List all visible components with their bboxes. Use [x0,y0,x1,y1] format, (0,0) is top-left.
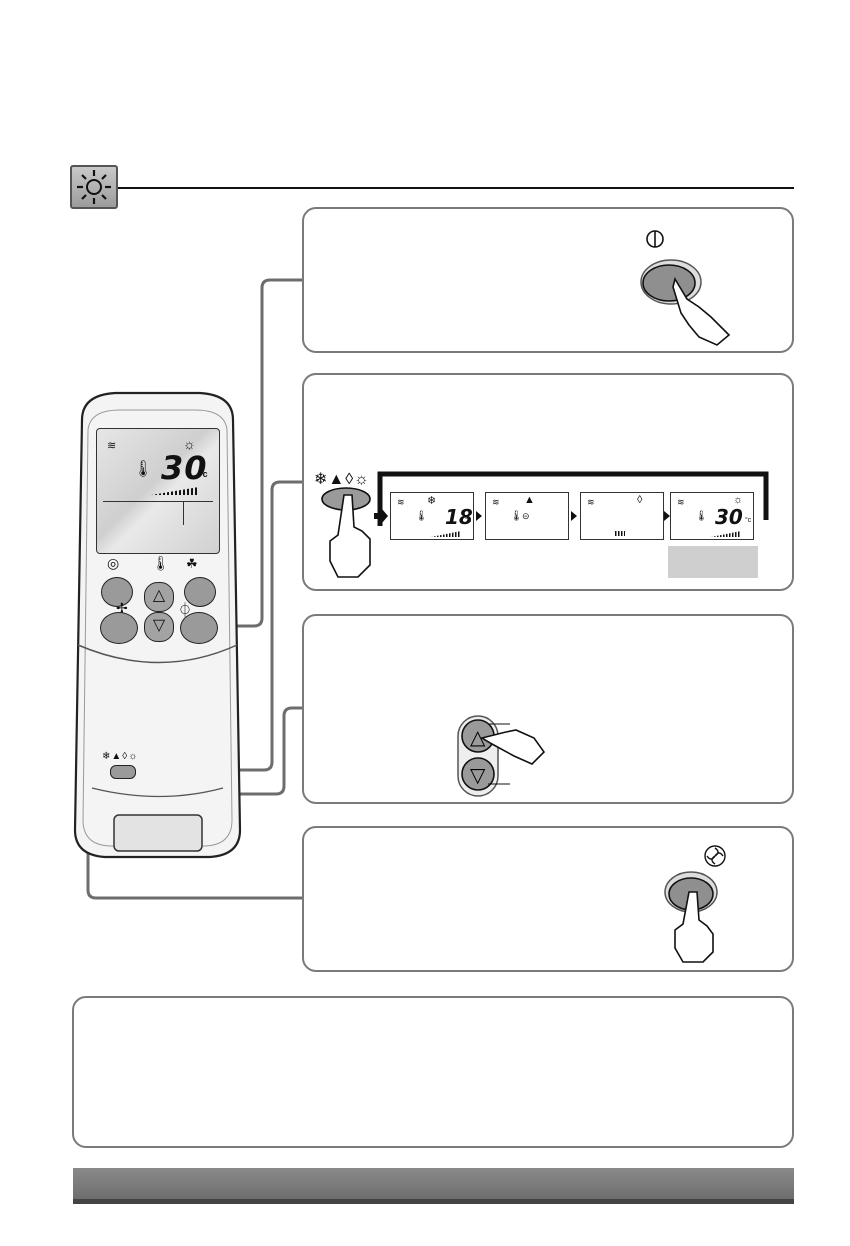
mode-display-auto: ≋ ▲ 🌡 ⊝ [485,492,569,540]
fan-speed-bars [151,487,199,495]
signal-icon: ≋ [677,497,685,507]
mode-cycle-arrows [374,509,670,523]
sun-icon: ☼ [733,494,744,506]
step-4-panel [302,826,794,972]
header-rule [118,187,794,189]
press-mode-graphic [321,487,371,578]
svg-text:▽: ▽ [470,763,486,787]
airflow-icon: ☘ [186,556,198,571]
thermometer-icon: 🌡 [133,461,154,478]
drop-icon: ◊ [637,494,643,506]
remote-lcd-screen: ≋ ☼ 🌡 30 °c [96,428,220,554]
step-3-panel: △ ▽ [302,614,794,804]
swing-button[interactable] [101,577,133,607]
step-1-panel [302,207,794,353]
remote-lcd-temperature: 30 [161,449,208,487]
fan-speed-bars [711,531,741,537]
sun-icon: ☼ [183,436,196,452]
remote-lcd-unit: °c [199,469,208,479]
thermometer-icon: 🌡 [695,511,708,522]
press-fan-graphic [664,845,726,963]
mode-icons-label: ❄▲◊☼ [102,751,139,762]
signal-icon: ≋ [492,497,500,507]
power-button[interactable] [180,612,218,644]
auto-indicator-icon: ⊝ [522,511,530,521]
svg-text:△: △ [470,725,486,749]
fan-icon: ✢ [116,600,128,616]
fan-speed-bars [431,531,461,537]
mode-symbols: ❄▲◊☼ [314,471,370,488]
heat-mode-header-icon [70,165,118,209]
signal-icon: ≋ [397,497,405,507]
heat-mode-highlight-tag [668,546,758,578]
lcd-divider-vertical [183,501,184,525]
mode-display-cool-temp: 18 [445,505,473,529]
mode-display-dry: ≋ ◊ [580,492,664,540]
footer-bar [73,1168,794,1204]
mode-display-heat: ≋ ☼ 🌡 30 °c [670,492,754,540]
mode-button[interactable] [110,765,136,779]
fan-speed-bars [615,531,625,536]
temp-up-button[interactable]: △ [144,582,174,612]
mode-display-cool-unit: °c [465,517,472,524]
signal-icon: ≋ [107,440,117,452]
fan-speed-button[interactable] [100,612,138,644]
lcd-divider [103,501,213,502]
temp-down-button[interactable]: ▽ [144,612,174,642]
signal-icon: ≋ [587,497,595,507]
note-box [72,996,794,1148]
mode-display-cool: ≋ ❄ 🌡 18 °c [390,492,474,540]
press-power-graphic [640,230,731,346]
thermometer-icon: 🌡 [415,511,428,522]
press-temp-up-graphic: △ ▽ [457,715,546,797]
thermometer-icon: 🌡 [152,555,170,571]
auto-icon: ▲ [524,494,535,506]
mode-display-heat-unit: °c [745,517,752,524]
sun-icon [77,170,111,204]
snowflake-icon: ❄ [427,495,437,507]
airflow-button[interactable] [184,577,216,607]
thermometer-icon: 🌡 [510,511,523,522]
swing-icon: ◎ [107,555,120,571]
mode-cycle-bracket [377,471,769,526]
mode-display-heat-temp: 30 [715,505,743,529]
